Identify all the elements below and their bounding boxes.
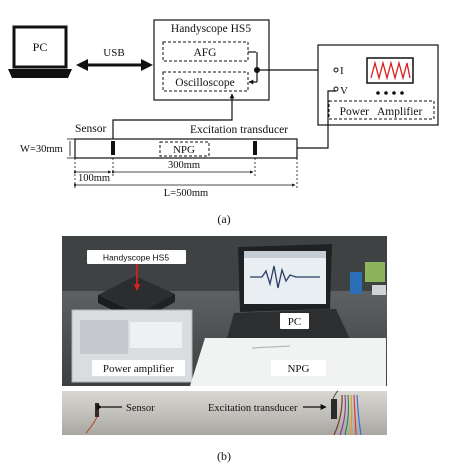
schematic-panel: PC USB Handyscope HS5 AFG Oscilloscope I… [8, 19, 439, 226]
sensor-label: Sensor [75, 123, 106, 135]
dim-total-label: L=500mm [164, 188, 208, 199]
usb-arrow [76, 59, 153, 71]
photo-excitation-label: Excitation transducer [208, 403, 298, 414]
excitation-label: Excitation transducer [190, 124, 288, 136]
npg-box [159, 141, 210, 157]
afg-box [162, 41, 249, 62]
handyscope-title: Handyscope HS5 [171, 23, 251, 35]
amp-label-box [328, 100, 435, 120]
amp-waveform [370, 60, 411, 81]
amp-input-v: V [340, 85, 348, 97]
excitation-element [253, 141, 257, 155]
amp-label: Power Amplifier [340, 106, 423, 118]
dim-100-label: 100mm [78, 173, 110, 184]
oscilloscope-label: Oscilloscope [175, 77, 234, 89]
amp-input-i: I [340, 65, 344, 77]
npg-label: NPG [173, 144, 195, 156]
photo-panel: Handyscope HS5 PC Power amplifier NPG Se… [62, 236, 387, 463]
sensor-element [111, 141, 115, 155]
caption-b: (b) [217, 449, 231, 463]
photo-npg-label: NPG [287, 363, 309, 375]
pc-label: PC [33, 40, 48, 54]
photo-handyscope-label: Handyscope HS5 [103, 253, 169, 263]
handyscope-device [98, 276, 175, 314]
oscilloscope-box [162, 71, 249, 92]
dim-300-label: 300mm [168, 160, 200, 171]
afg-label: AFG [193, 47, 216, 59]
width-dimension: W=30mm [20, 144, 63, 155]
usb-label: USB [103, 47, 124, 59]
photo-sensor-label: Sensor [126, 403, 155, 414]
caption-a: (a) [217, 212, 230, 226]
photo-pc-label: PC [288, 316, 301, 328]
amp-screen [366, 57, 414, 84]
photo-power-amp-label: Power amplifier [103, 363, 175, 375]
pc-icon [8, 25, 72, 78]
